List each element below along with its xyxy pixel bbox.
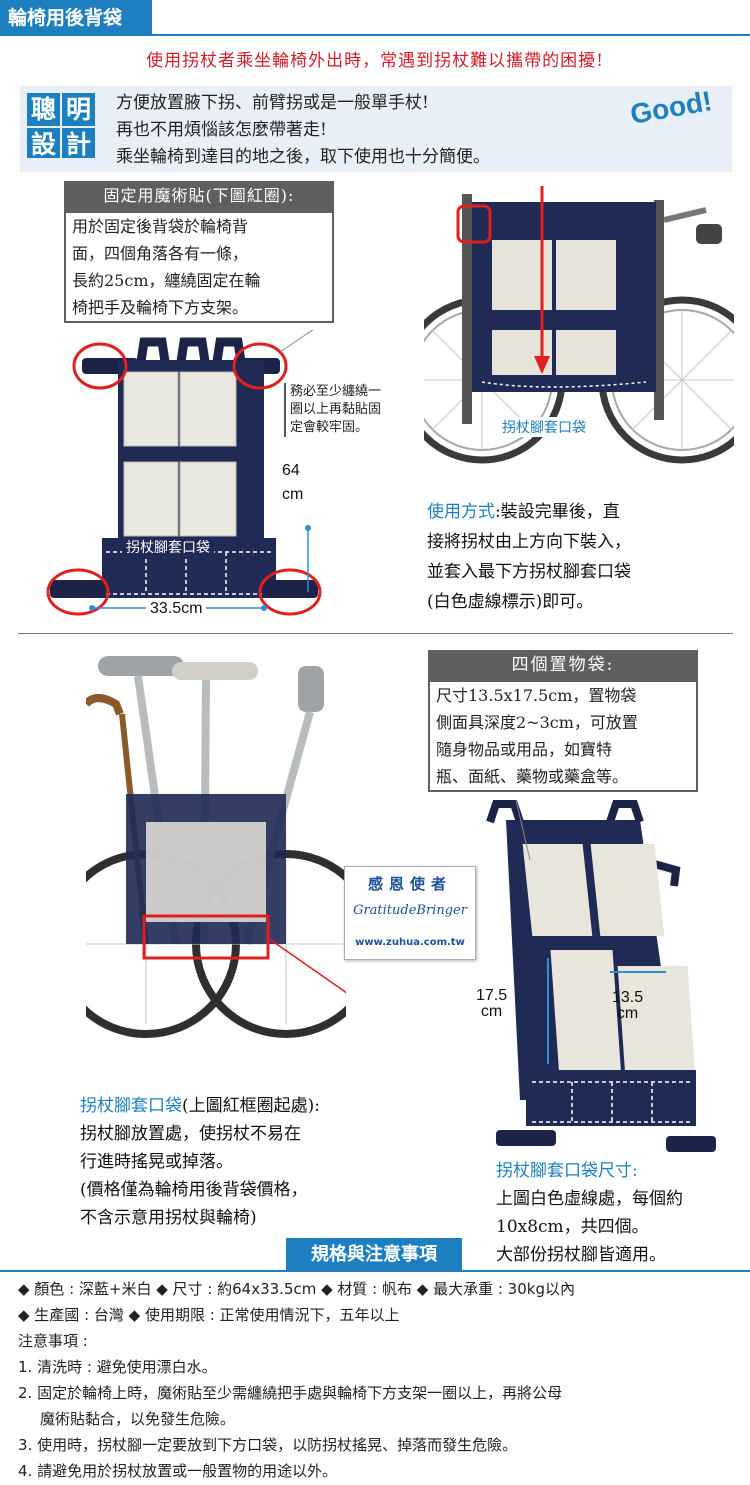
pocket-height-value: 17.5 [476, 987, 508, 1004]
tip-pocket-line: 不含示意用拐杖與輪椅) [80, 1208, 257, 1228]
pocket-height-unit: cm [480, 1003, 503, 1020]
spec-underline [0, 1270, 750, 1272]
width-dimension-label: 33.5cm [146, 600, 207, 618]
wrap-note-line: 務必至少纏繞一 [290, 384, 382, 399]
tip-pocket-line: 行進時搖晃或掉落。 [80, 1152, 233, 1172]
smart-design-badge: 聰 明 設 計 [26, 92, 96, 162]
tip-pocket-line: (上圖紅框圈起處): [182, 1096, 320, 1116]
note-item: 2. 固定於輪椅上時，魔術貼至少需纏繞把手處與輪椅下方支架一圈以上，再將公母 [18, 1384, 563, 1402]
tip-pocket-size-line: 上圖白色虛線處，每個約 [496, 1189, 683, 1209]
pockets-line: 瓶、面紙、藥物或藥盒等。 [436, 767, 629, 786]
logo-url: www.zuhua.com.tw [355, 937, 465, 948]
badge-char: 設 [26, 127, 61, 162]
wrap-note-line: 圈以上再黏貼固 [290, 402, 382, 417]
notes-title: 注意事項 : [18, 1332, 88, 1350]
velcro-heading: 固定用魔術貼(下圖紅圈): [64, 181, 334, 211]
badge-char: 聰 [26, 92, 61, 127]
spec-details: ◆ 顏色 : 深藍+米白 ◆ 尺寸 : 約64x33.5cm ◆ 材質 : 帆布… [18, 1276, 738, 1484]
tip-pocket-red-box [142, 914, 270, 960]
tip-pocket-text: 拐杖腳套口袋(上圖紅框圈起處): 拐杖腳放置處，使拐杖不易在 行進時搖晃或掉落。… [80, 1092, 320, 1232]
crutches-wheelchair-photo [86, 644, 346, 1074]
usage-line: 接將拐杖由上方向下裝入， [427, 532, 631, 552]
wrap-note-line: 定會較牢固。 [290, 420, 369, 435]
velcro-description: 用於固定後背袋於輪椅背 面，四個角落各有一條， 長約25cm，纏繞固定在輪 椅把… [64, 211, 334, 323]
smart-line: 乘坐輪椅到達目的地之後，取下使用也十分簡便。 [116, 147, 490, 167]
tip-pocket-size-line: 10x8cm，共四個。 [496, 1217, 649, 1237]
pockets-line: 尺寸13.5x17.5cm，置物袋 [436, 686, 637, 705]
tip-pocket-line: 拐杖腳放置處，使拐杖不易在 [80, 1124, 301, 1144]
spec-heading: 規格與注意事項 [286, 1238, 462, 1272]
photo1-pocket-label: 拐杖腳套口袋 [498, 417, 590, 437]
note-item: 4. 請避免用於拐杖放置或一般置物的用途以外。 [18, 1462, 338, 1480]
wrap-note: 務必至少纏繞一 圈以上再黏貼固 定會較牢固。 [284, 383, 381, 437]
spec-row: ◆ 顏色 : 深藍+米白 ◆ 尺寸 : 約64x33.5cm ◆ 材質 : 帆布… [18, 1280, 575, 1298]
red-circle-top-left [72, 342, 128, 390]
note-item: 1. 清洗時 : 避免使用漂白水。 [18, 1358, 217, 1376]
logo-english-name: GratitudeBringer [353, 903, 467, 918]
red-circle-top-right [232, 342, 288, 390]
height-dimension-value: 64 [282, 462, 300, 479]
smart-design-text: 方便放置腋下拐、前臂拐或是一般單手杖! 再也不用煩惱該怎麼帶著走! 乘坐輪椅到達… [116, 90, 490, 171]
section-divider [18, 633, 733, 634]
pockets-heading: 四個置物袋: [428, 650, 698, 680]
title-underline [0, 34, 750, 36]
badge-char: 明 [61, 92, 96, 127]
usage-label: 使用方式 [427, 502, 495, 522]
spec-row: ◆ 生產國 : 台灣 ◆ 使用期限 : 正常使用情況下，五年以上 [18, 1306, 400, 1324]
pocket-height-dimension: 17.5 cm [476, 988, 507, 1020]
pocket-width-value: 13.5 [612, 989, 644, 1006]
tip-pocket-size-line: 大部份拐杖腳皆適用。 [496, 1245, 666, 1265]
bag-diagram-pockets [486, 800, 716, 1152]
velcro-line: 用於固定後背袋於輪椅背 [72, 217, 249, 236]
tip-pocket-label: 拐杖腳套口袋 [80, 1096, 182, 1116]
pockets-line: 側面具深度2~3cm，可放置 [436, 713, 638, 732]
logo-chinese-name: 感恩使者 [367, 875, 452, 893]
brand-logo: 感恩使者 GratitudeBringer www.zuhua.com.tw [344, 866, 476, 960]
tip-pocket-size-text: 拐杖腳套口袋尺寸: 上圖白色虛線處，每個約 10x8cm，共四個。 大部份拐杖腳… [496, 1157, 683, 1269]
tip-pocket-line: (價格僅為輪椅用後背袋價格， [80, 1180, 308, 1200]
height-dimension-unit: cm [282, 486, 304, 503]
pocket-width-unit: cm [616, 1005, 639, 1022]
tip-pocket-size-label: 拐杖腳套口袋尺寸: [496, 1161, 638, 1181]
usage-line: 並套入最下方拐杖腳套口袋 [427, 562, 631, 582]
usage-line: (白色虛線標示)即可。 [427, 592, 594, 612]
velcro-line: 長約25cm，纏繞固定在輪 [72, 271, 261, 290]
velcro-line: 椅把手及輪椅下方支架。 [72, 298, 249, 317]
page-title: 輪椅用後背袋 [0, 0, 152, 36]
smart-line: 方便放置腋下拐、前臂拐或是一般單手杖! [116, 93, 429, 113]
red-circle-bottom-left [46, 568, 110, 616]
usage-text: 使用方式:裝設完畢後，直 接將拐杖由上方向下裝入， 並套入最下方拐杖腳套口袋 (… [427, 497, 631, 617]
badge-char: 計 [61, 127, 96, 162]
red-circle-bottom-right [258, 568, 322, 616]
smart-design-panel [20, 86, 732, 172]
note-item-continued: 魔術貼黏合，以免發生危險。 [40, 1410, 236, 1428]
pocket-width-dimension: 13.5 cm [612, 990, 643, 1022]
note-item: 3. 使用時，拐杖腳一定要放到下方口袋，以防拐杖搖晃、掉落而發生危險。 [18, 1436, 518, 1454]
pockets-line: 隨身物品或用品，如寶特 [436, 740, 613, 759]
usage-line: :裝設完畢後，直 [495, 502, 620, 522]
bag-diagram-front [46, 330, 322, 616]
velcro-line: 面，四個角落各有一條， [72, 244, 249, 263]
warning-text: 使用拐杖者乘坐輪椅外出時，常遇到拐杖難以攜帶的困擾! [146, 51, 604, 71]
pockets-description: 尺寸13.5x17.5cm，置物袋 側面具深度2~3cm，可放置 隨身物品或用品… [428, 680, 698, 792]
smart-line: 再也不用煩惱該怎麼帶著走! [116, 120, 327, 140]
diagram1-pocket-label: 拐杖腳套口袋 [122, 537, 214, 557]
